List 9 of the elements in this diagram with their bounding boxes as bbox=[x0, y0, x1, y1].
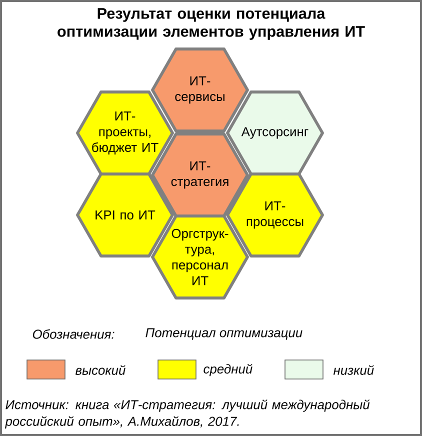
label: Источник: книга «ИТ-стратегия: лучший международный российский опыт», А.Михайлов, 2017. bbox=[4, 400, 370, 428]
label: Потенциал оптимизации bbox=[146, 328, 302, 340]
hexagon: Аутсорсинг bbox=[226, 90, 324, 176]
legend-label: средний bbox=[204, 364, 252, 376]
legend-label: низкий bbox=[333, 365, 374, 375]
hexagon: ИТ-проекты, бюджет ИТ bbox=[76, 90, 174, 176]
legend-label: высокий bbox=[76, 365, 126, 375]
label: Обозначения: bbox=[32, 329, 114, 339]
title: Результат оценки потенциала оптимизации элементов управления ИТ bbox=[58, 8, 365, 40]
